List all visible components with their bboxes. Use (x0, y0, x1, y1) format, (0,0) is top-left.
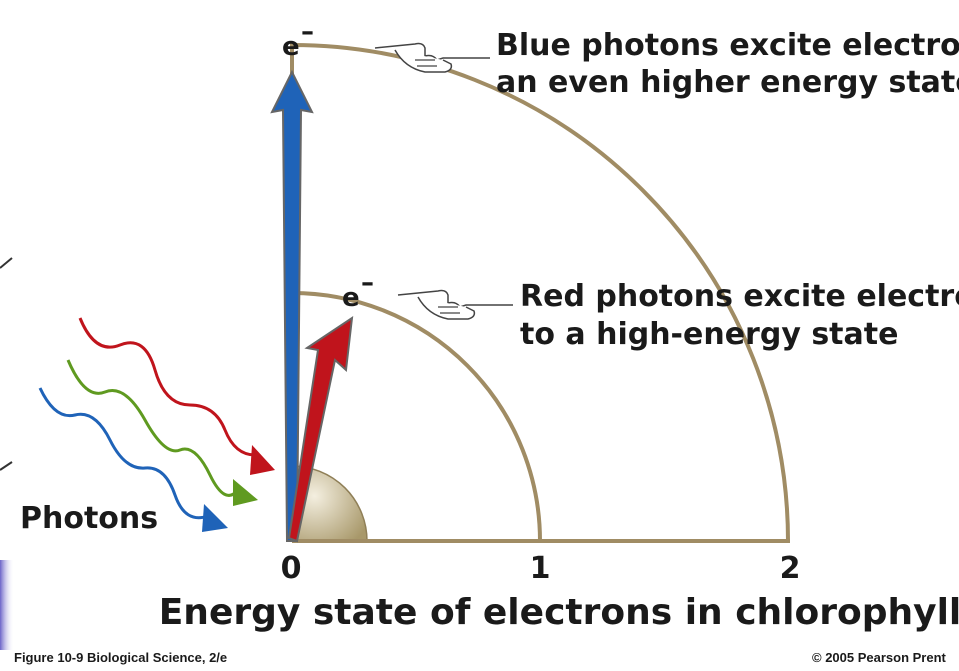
left-edge-line-top (0, 257, 13, 269)
electron-label-mid: e (342, 283, 360, 313)
electron-charge-top: – (301, 17, 314, 47)
tick-label-2: 2 (780, 551, 801, 586)
red-caption-line1: Red photons excite electro (520, 279, 959, 314)
electron-label-top: e (282, 32, 300, 62)
blue-excitation-arrow (270, 69, 314, 542)
blue-caption-line1: Blue photons excite electro (496, 28, 959, 63)
tick-label-1: 1 (530, 551, 551, 586)
red-caption-line2: to a high-energy state (520, 317, 898, 352)
blue-caption-line2: an even higher energy state (496, 65, 959, 100)
arc-state-2 (290, 42, 790, 542)
left-edge-strip (0, 560, 14, 650)
photon-red (78, 317, 275, 475)
tick-label-0: 0 (281, 551, 302, 586)
left-edge-line-bottom (0, 461, 13, 471)
copyright: © 2005 Pearson Prent (812, 650, 947, 665)
electron-charge-mid: – (361, 268, 374, 298)
photon-green (66, 359, 258, 506)
photon-blue (38, 387, 228, 532)
pointing-hand-icon (374, 42, 490, 73)
axis-title: Energy state of electrons in chlorophyll (159, 592, 959, 633)
pointing-hand-icon (397, 289, 513, 320)
arc-state-1 (291, 291, 542, 542)
photons-label: Photons (20, 501, 158, 536)
red-excitation-arrow (287, 315, 354, 543)
figure-caption: Figure 10-9 Biological Science, 2/e (14, 650, 227, 665)
